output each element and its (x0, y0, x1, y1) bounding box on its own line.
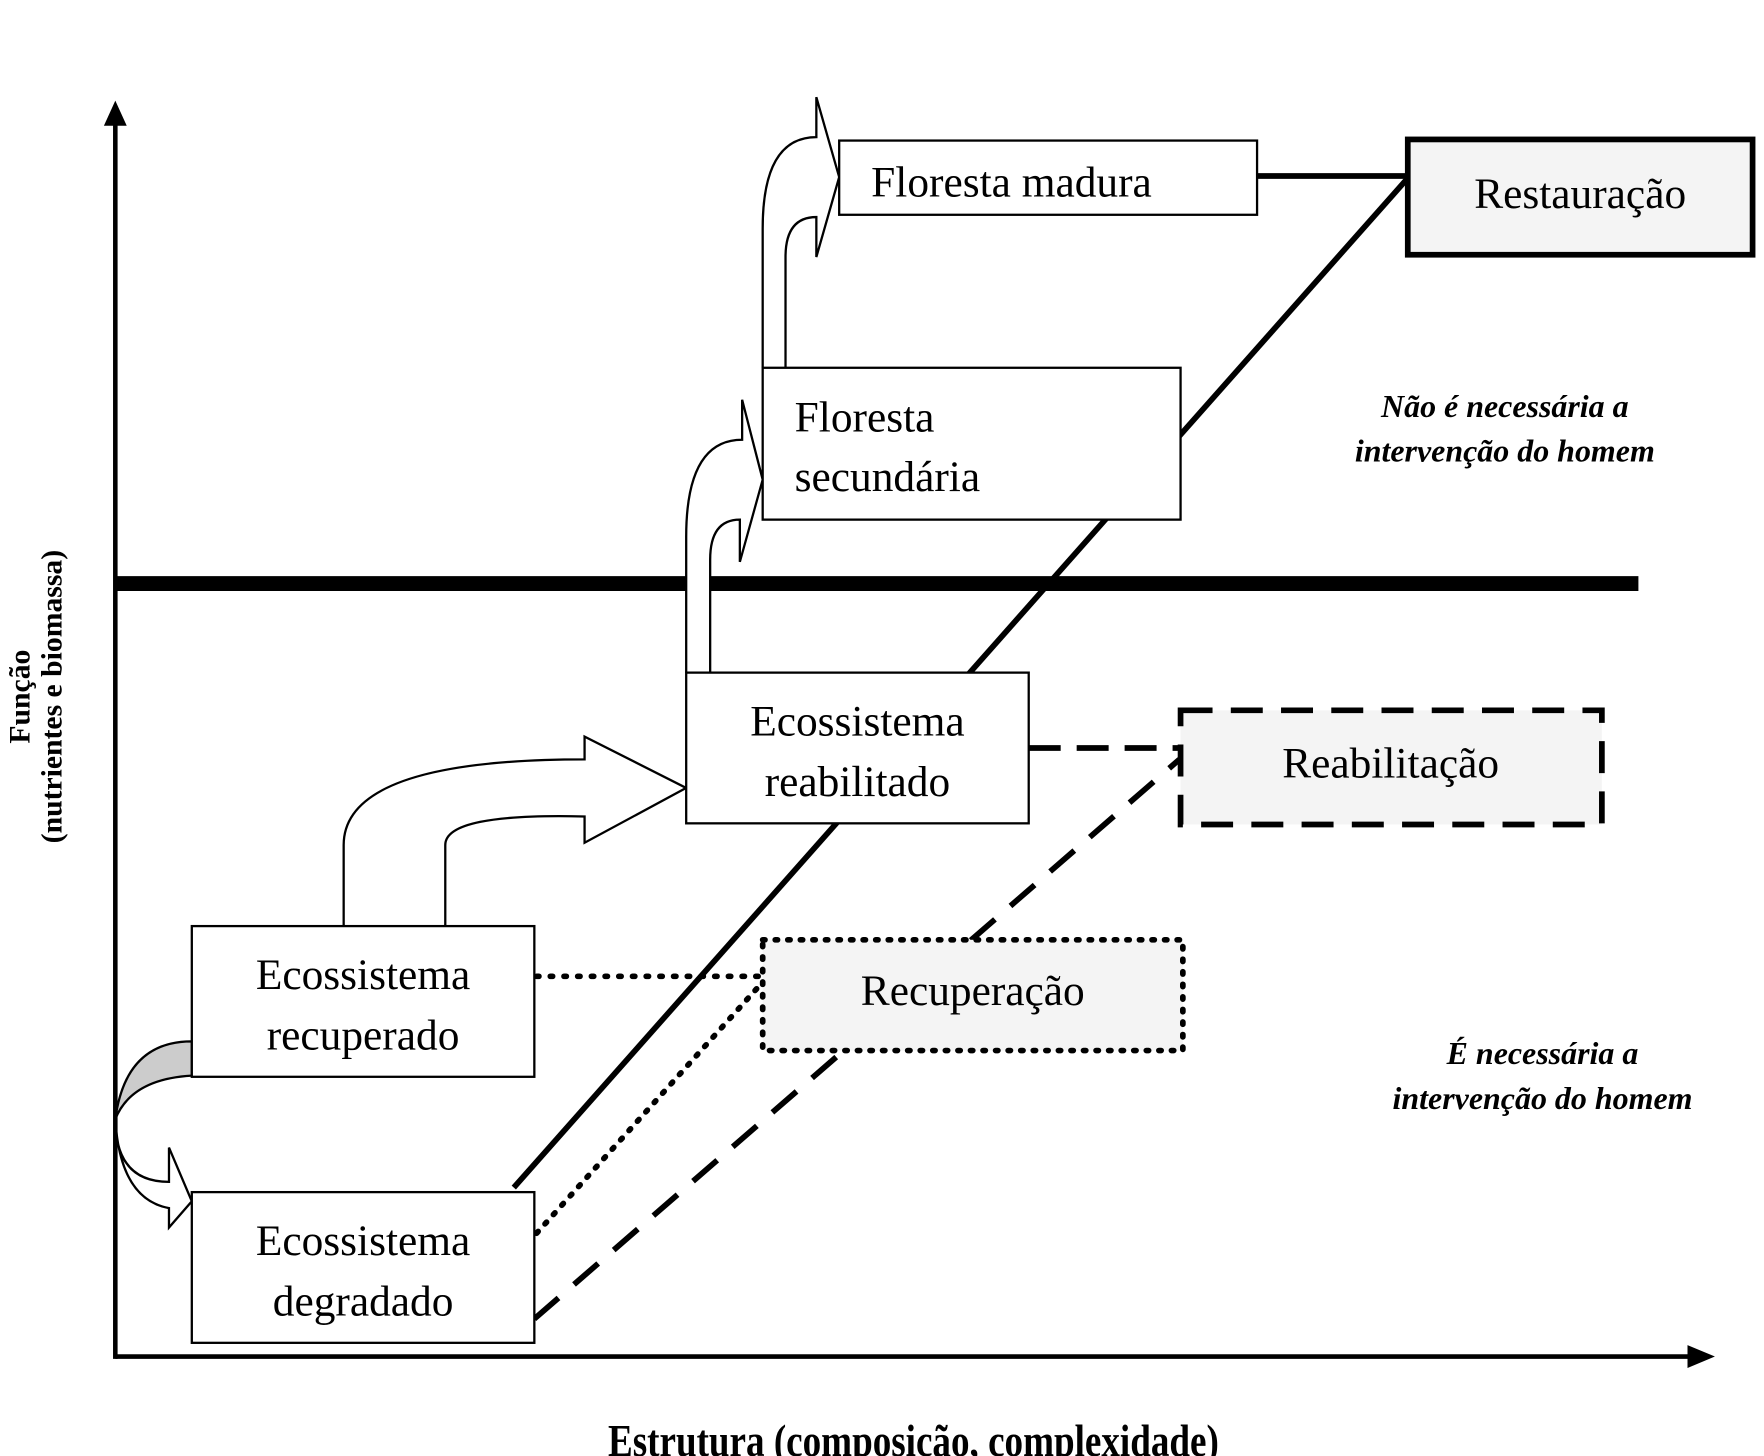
note-above-2: intervenção do homem (1355, 433, 1655, 468)
label-floresta-secundaria-1: Floresta (795, 394, 935, 442)
arrow-recuperado-to-reabilitado-icon (342, 734, 689, 927)
label-recuperacao: Recuperação (861, 967, 1085, 1015)
label-recuperado-1: Ecossistema (256, 951, 470, 999)
note-above-1: Não é necessária a (1380, 389, 1629, 424)
label-reabilitacao: Reabilitação (1282, 740, 1499, 788)
x-axis-label: Estrutura (composição, complexidade) (608, 1415, 1219, 1456)
label-recuperado-2: recuperado (267, 1011, 460, 1059)
label-restauracao: Restauração (1474, 170, 1686, 218)
label-reabilitado-1: Ecossistema (750, 697, 964, 745)
arrow-secundaria-to-madura-icon (761, 96, 841, 368)
box-reabilitacao: Reabilitação (1177, 707, 1605, 828)
arrow-degradation-icon (114, 1118, 194, 1231)
box-floresta-secundaria: Floresta secundária (761, 366, 1182, 521)
x-axis-arrow-icon (1687, 1345, 1715, 1368)
label-degradado-1: Ecossistema (256, 1217, 470, 1265)
loop-gray-icon (114, 1040, 193, 1120)
box-ecossistema-recuperado: Ecossistema recuperado (190, 924, 536, 1078)
y-axis-arrow-icon (103, 100, 127, 126)
note-below-1: É necessária a (1446, 1036, 1639, 1071)
box-ecossistema-reabilitado: Ecossistema reabilitado (685, 671, 1030, 825)
box-restauracao: Restauração (1404, 136, 1756, 258)
label-floresta-madura: Floresta madura (871, 159, 1152, 207)
y-axis-label-1: Função (5, 650, 37, 744)
arrow-reabilitado-to-secundaria-icon (685, 399, 764, 673)
note-below-2: intervenção do homem (1393, 1081, 1693, 1116)
recovery-trajectory (533, 979, 766, 1237)
box-recuperacao: Recuperação (759, 936, 1186, 1054)
label-reabilitado-2: reabilitado (765, 758, 950, 806)
y-axis-label-2: (nutrientes e biomassa) (37, 550, 69, 843)
box-floresta-madura: Floresta madura (838, 139, 1259, 216)
box-ecossistema-degradado: Ecossistema degradado (190, 1190, 536, 1344)
label-floresta-secundaria-2: secundária (795, 453, 980, 501)
label-degradado-2: degradado (273, 1277, 454, 1325)
